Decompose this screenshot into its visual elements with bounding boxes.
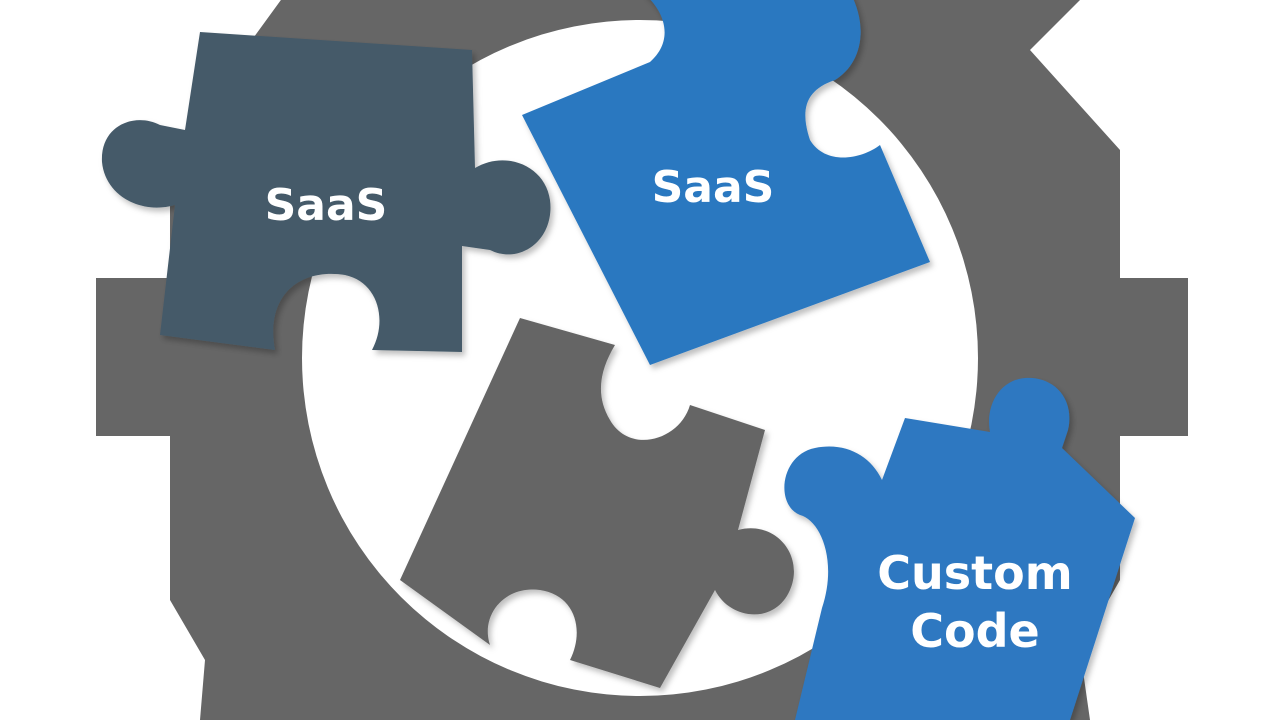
puzzle-piece-saas-dark: SaaS [101,32,551,352]
puzzle-piece-gray [400,318,794,688]
puzzle-piece-saas-blue: SaaS [522,0,930,365]
custom-code-label-line1: Custom [877,546,1072,600]
saas-blue-label: SaaS [652,162,775,213]
custom-code-label-line2: Code [910,604,1040,658]
puzzle-piece-custom-code: Custom Code [784,377,1135,720]
saas-dark-label: SaaS [265,180,388,231]
